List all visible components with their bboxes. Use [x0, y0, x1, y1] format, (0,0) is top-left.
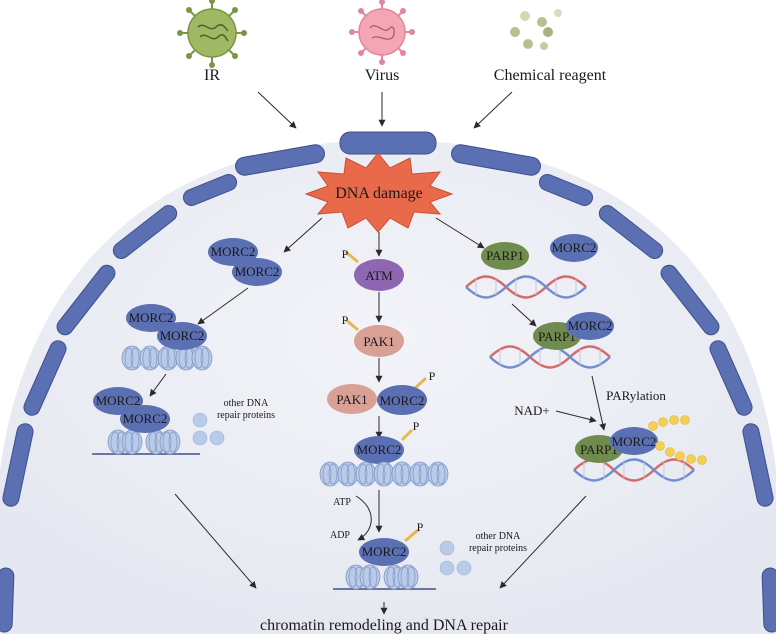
morc2-label: MORC2	[612, 434, 657, 449]
morc2-protein	[566, 312, 614, 340]
morc2-protein	[610, 427, 658, 455]
pak1-protein	[354, 325, 404, 357]
arrow-left-to-outcome	[174, 493, 257, 589]
repair-proteins-label-line1: other DNA	[476, 531, 521, 542]
nuclear-membrane	[0, 131, 776, 633]
source-ir-label: IR	[204, 67, 220, 84]
parp1-label: PARP1	[486, 248, 524, 263]
morc2-label: MORC2	[362, 544, 407, 559]
morc2-protein	[157, 322, 207, 350]
arrow-right-step2	[591, 375, 607, 431]
pink-virus-icon	[349, 0, 415, 65]
ir-virus-icon	[177, 0, 247, 68]
morc2-protein	[120, 405, 170, 433]
source-virus-label: Virus	[365, 67, 400, 84]
arrow-damage-to-right	[435, 217, 485, 249]
phospho-label: P	[342, 247, 349, 261]
morc2-protein	[550, 234, 598, 262]
morc2-label: MORC2	[123, 411, 168, 426]
arrow-damage-to-left	[283, 217, 323, 253]
arrow-right-to-outcome	[499, 495, 587, 589]
repair-protein-dots	[192, 412, 225, 446]
par-chain	[648, 415, 707, 465]
morc2-protein	[232, 258, 282, 286]
arrow-right-step1	[511, 303, 537, 327]
morc2-protein	[377, 385, 427, 415]
morc2-label: MORC2	[552, 240, 597, 255]
source-chemical-label: Chemical reagent	[494, 67, 607, 84]
pak1-label: PAK1	[336, 392, 367, 407]
repair-protein-dots	[439, 540, 472, 576]
parylation-label: PARylation	[606, 388, 666, 403]
phospho-linker	[345, 318, 359, 332]
parp1-label: PARP1	[538, 329, 576, 344]
repair-proteins-label-line1: other DNA	[224, 398, 269, 409]
morc2-label: MORC2	[96, 393, 141, 408]
atm-protein	[354, 259, 404, 291]
atp-label: ATP	[333, 497, 351, 508]
morc2-protein	[354, 436, 404, 464]
arrow-nad-to-parylation	[555, 410, 597, 423]
morc2-protein	[126, 304, 176, 332]
phospho-label: P	[417, 520, 424, 534]
dna-damage-label: DNA damage	[335, 185, 423, 202]
morc2-label: MORC2	[357, 442, 402, 457]
chromatin-fiber	[121, 345, 213, 371]
phospho-label: P	[342, 313, 349, 327]
pak1-label: PAK1	[363, 334, 394, 349]
chemical-particles-icon	[510, 9, 562, 50]
morc2-label: MORC2	[211, 244, 256, 259]
morc2-protein	[359, 538, 409, 566]
adp-label: ADP	[330, 530, 350, 541]
phospho-linker	[400, 428, 414, 442]
parp1-protein	[481, 242, 529, 270]
dna-damage-burst	[304, 152, 454, 233]
phospho-label: P	[413, 419, 420, 433]
morc2-label: MORC2	[235, 264, 280, 279]
arrow-left-step1	[197, 287, 249, 325]
morc2-label: MORC2	[568, 318, 613, 333]
phospho-linker	[404, 528, 419, 543]
repair-proteins-label-line2: repair proteins	[469, 543, 527, 554]
arrow-atp-hydrolysis	[355, 495, 372, 541]
arrow-chemical-to-nucleus	[473, 91, 513, 129]
morc2-label: MORC2	[380, 393, 425, 408]
arrow-ir-to-nucleus	[257, 91, 297, 129]
repair-proteins-label-line2: repair proteins	[217, 410, 275, 421]
morc2-label: MORC2	[129, 310, 174, 325]
morc2-label: MORC2	[160, 328, 205, 343]
morc2-protein	[208, 238, 258, 266]
outcome-label: chromatin remodeling and DNA repair	[260, 617, 509, 634]
pak1-protein	[327, 384, 377, 414]
phospho-label: P	[429, 369, 436, 383]
arrow-left-step2	[149, 373, 167, 397]
nucleus-body	[0, 140, 776, 634]
nad-label: NAD+	[514, 403, 550, 418]
phospho-linker	[345, 250, 359, 264]
parp1-label: PARP1	[580, 442, 618, 457]
atm-label: ATM	[365, 268, 393, 283]
